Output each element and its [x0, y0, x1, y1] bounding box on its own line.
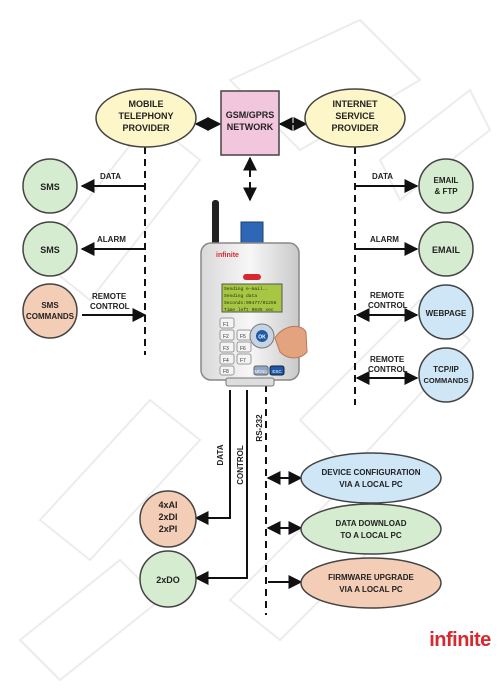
link-label: DATA — [100, 172, 121, 181]
node-label: & FTP — [434, 187, 458, 196]
key-label: F1 — [223, 322, 229, 328]
pc-node-config: DEVICE CONFIGURATION VIA A LOCAL PC — [300, 452, 442, 504]
lcd-line: Sending data — [224, 293, 257, 299]
keypad: F1 F2 F3 F4 F5 F6 F7 F8 — [219, 317, 252, 376]
brand-logo: infinite — [429, 629, 491, 651]
key-label: F8 — [223, 369, 229, 375]
left-node-sms-alarm: SMS — [22, 221, 78, 277]
link-label: CONTROL — [368, 365, 408, 374]
key-label: F2 — [223, 334, 229, 340]
mobile-provider-line: TELEPHONY — [118, 111, 173, 121]
node-label: TO A LOCAL PC — [340, 531, 402, 540]
left-node-sms-commands: SMS COMMANDS — [22, 283, 78, 339]
node-label: 2xDO — [156, 575, 180, 585]
brand-logo-text: infinite — [429, 629, 491, 651]
key-label: F5 — [240, 334, 246, 340]
device: infinite Sending e-mail.. Sending data S… — [200, 200, 308, 387]
right-node-email: EMAIL — [418, 221, 474, 277]
node-label: WEBPAGE — [426, 309, 467, 318]
network-node: GSM/GPRS NETWORK — [220, 90, 280, 156]
mobile-provider-node: MOBILE TELEPHONY PROVIDER — [95, 88, 197, 148]
ok-label: OK — [258, 335, 266, 341]
esc-button — [269, 365, 285, 376]
do-node: 2xDO — [139, 550, 197, 608]
node-label: VIA A LOCAL PC — [339, 585, 403, 594]
right-node-webpage: WEBPAGE — [418, 284, 474, 340]
mobile-provider-line: PROVIDER — [122, 123, 170, 133]
lcd-line: Sending e-mail.. — [224, 286, 268, 292]
left-node-sms-data: SMS — [22, 158, 78, 214]
node-label: TCP/IP — [433, 365, 459, 374]
node-label: FIRMWARE UPGRADE — [328, 573, 414, 582]
link-label: CONTROL — [368, 301, 408, 310]
link-label: REMOTE — [370, 355, 405, 364]
network-line: GSM/GPRS — [226, 110, 275, 120]
ok-button — [256, 330, 268, 342]
node-label: 4xAI — [158, 500, 177, 510]
key-label: F4 — [223, 358, 229, 364]
node-label: SMS — [40, 245, 60, 255]
node-label: COMMANDS — [26, 312, 75, 321]
menu-button — [253, 365, 269, 376]
device-logo: infinite — [216, 252, 239, 259]
internet-provider-node: INTERNET SERVICE PROVIDER — [304, 88, 406, 148]
node-label: 2xDI — [158, 512, 177, 522]
key-label: F3 — [223, 346, 229, 352]
mobile-provider-line: MOBILE — [129, 99, 164, 109]
bottom-connections — [194, 390, 303, 589]
esc-label: ESC — [272, 369, 282, 374]
right-node-tcpip: TCP/IP COMMANDS — [418, 347, 474, 403]
key-label: F7 — [240, 358, 246, 364]
node-label: 2xPI — [159, 524, 178, 534]
link-label: ALARM — [97, 235, 126, 244]
data-vertical-label: DATA — [216, 444, 225, 465]
menu-label: MENU — [254, 369, 267, 374]
finger-illustration — [274, 325, 308, 359]
status-led — [243, 274, 261, 280]
link-label: REMOTE — [92, 292, 127, 301]
pc-node-firmware: FIRMWARE UPGRADE VIA A LOCAL PC — [300, 557, 442, 609]
io-node: 4xAI 2xDI 2xPI — [139, 490, 197, 548]
control-vertical-label: CONTROL — [236, 445, 245, 485]
right-node-email-ftp: EMAIL & FTP — [418, 158, 474, 214]
node-label: VIA A LOCAL PC — [339, 480, 403, 489]
antenna — [212, 200, 219, 245]
key-label: F6 — [240, 346, 246, 352]
link-label: DATA — [372, 172, 393, 181]
network-line: NETWORK — [227, 122, 274, 132]
node-label: SMS — [41, 301, 59, 310]
node-label: DEVICE CONFIGURATION — [322, 468, 421, 477]
lcd-line: Time left 0035 sec — [224, 307, 274, 313]
node-label: EMAIL — [434, 176, 459, 185]
lcd-screen — [221, 283, 283, 313]
node-label: EMAIL — [432, 245, 461, 255]
rs232-vertical-label: RS-232 — [255, 414, 264, 442]
internet-provider-line: INTERNET — [333, 99, 379, 109]
node-label: COMMANDS — [424, 376, 469, 385]
node-label: DATA DOWNLOAD — [336, 519, 407, 528]
node-label: SMS — [40, 182, 60, 192]
link-label: REMOTE — [370, 291, 405, 300]
lcd-line: Seconds:00477/01256 — [224, 300, 277, 306]
internet-provider-line: PROVIDER — [331, 123, 379, 133]
internet-provider-line: SERVICE — [335, 111, 374, 121]
link-label: ALARM — [370, 235, 399, 244]
pc-node-download: DATA DOWNLOAD TO A LOCAL PC — [300, 503, 442, 555]
link-label: CONTROL — [90, 302, 130, 311]
rs232-connector — [225, 377, 275, 387]
